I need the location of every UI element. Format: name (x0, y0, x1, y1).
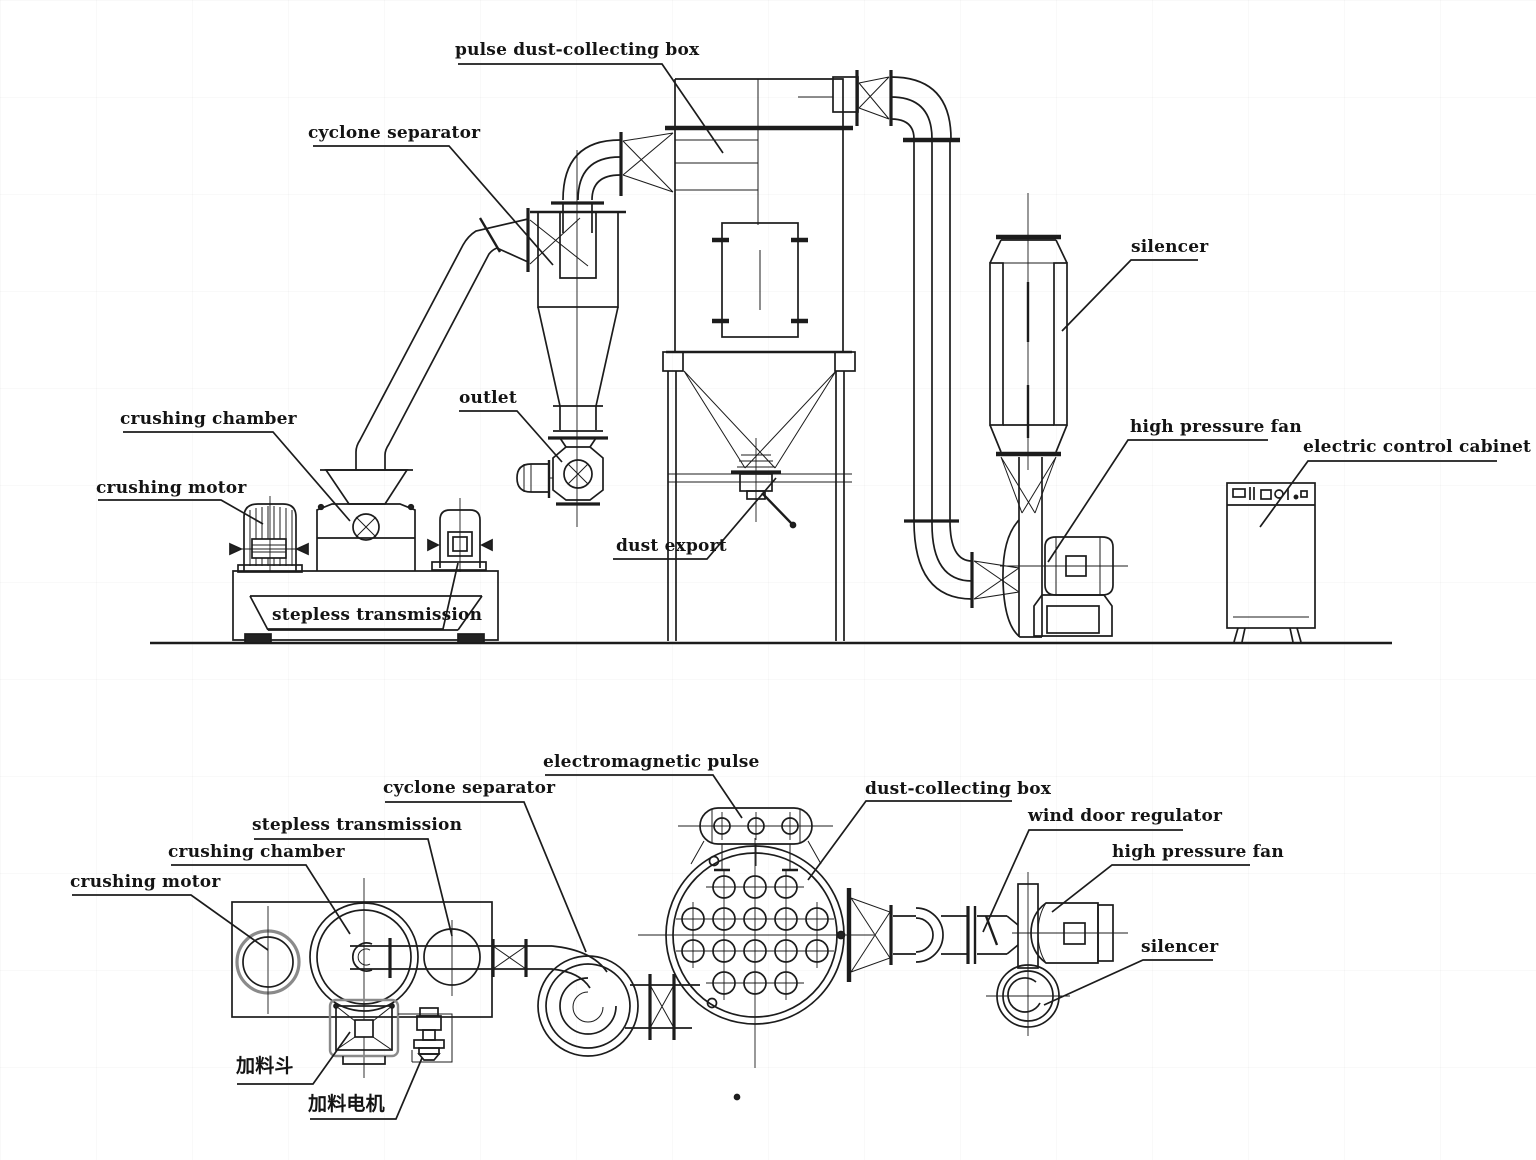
plan-view-drawing (231, 807, 1128, 1101)
electromagnetic-pulse-drawing (678, 807, 833, 872)
side-view-drawing (150, 70, 1392, 645)
label-stepless-transmission-plan: stepless transmission (252, 815, 463, 835)
transmission-motor-drawing (427, 498, 493, 572)
crushing-motor-drawing (229, 496, 309, 573)
electric-control-cabinet-drawing (1226, 482, 1316, 643)
label-silencer-plan: silencer (1141, 937, 1219, 957)
filter-bag-circles (681, 875, 829, 995)
stray-dot (733, 1093, 741, 1101)
label-electromagnetic-pulse: electromagnetic pulse (543, 752, 760, 772)
label-cyclone-separator-side: cyclone separator (308, 123, 481, 143)
label-crushing-motor-plan: crushing motor (70, 872, 221, 892)
label-electric-control-cabinet: electric control cabinet (1303, 437, 1532, 457)
label-feeding-hopper: 加料斗 (236, 1055, 294, 1077)
label-cyclone-separator-plan: cyclone separator (383, 778, 556, 798)
crusher-base-drawing (232, 570, 499, 644)
label-dust-collecting-box-plan: dust-collecting box (865, 779, 1052, 799)
cyclone-separator-drawing (516, 132, 674, 527)
pulse-dust-collecting-box-drawing (662, 78, 856, 641)
plan-shaft-pipe-drawing (350, 938, 608, 989)
label-wind-door-regulator: wind door regulator (1028, 806, 1223, 826)
plan-fan-drawing (1012, 902, 1128, 964)
label-stepless-transmission-side: stepless transmission (272, 605, 483, 625)
silencer-drawing (989, 193, 1068, 514)
label-crushing-chamber-side: crushing chamber (120, 409, 297, 429)
plan-transmission-drawing (423, 920, 481, 996)
label-pulse-dust-collecting-box: pulse dust-collecting box (455, 40, 700, 60)
label-silencer-side: silencer (1131, 237, 1209, 257)
crushing-chamber-drawing (316, 469, 416, 571)
label-crushing-chamber-plan: crushing chamber (168, 842, 345, 862)
plan-crushing-chamber-drawing (309, 878, 419, 1058)
label-crushing-motor-side: crushing motor (96, 478, 247, 498)
plan-crushing-motor-drawing (235, 906, 301, 1014)
label-high-pressure-fan-plan: high pressure fan (1112, 842, 1284, 862)
label-dust-export: dust export (616, 536, 727, 556)
plan-cyclone-drawing (537, 955, 700, 1057)
plan-dust-collecting-box-drawing (638, 838, 874, 1068)
plan-silencer-drawing (986, 964, 1070, 1028)
plan-outlet-pipe-drawing (846, 872, 1039, 1036)
feeding-hopper-drawing (328, 998, 400, 1078)
high-pressure-fan-drawing (1000, 457, 1128, 638)
label-feeding-motor: 加料电机 (308, 1093, 385, 1115)
label-outlet: outlet (459, 388, 517, 408)
leader-lines (72, 63, 1497, 1120)
exhaust-pipe-drawing (832, 70, 1020, 608)
label-high-pressure-fan-side: high pressure fan (1130, 417, 1302, 437)
feeding-motor-drawing (398, 1007, 453, 1063)
